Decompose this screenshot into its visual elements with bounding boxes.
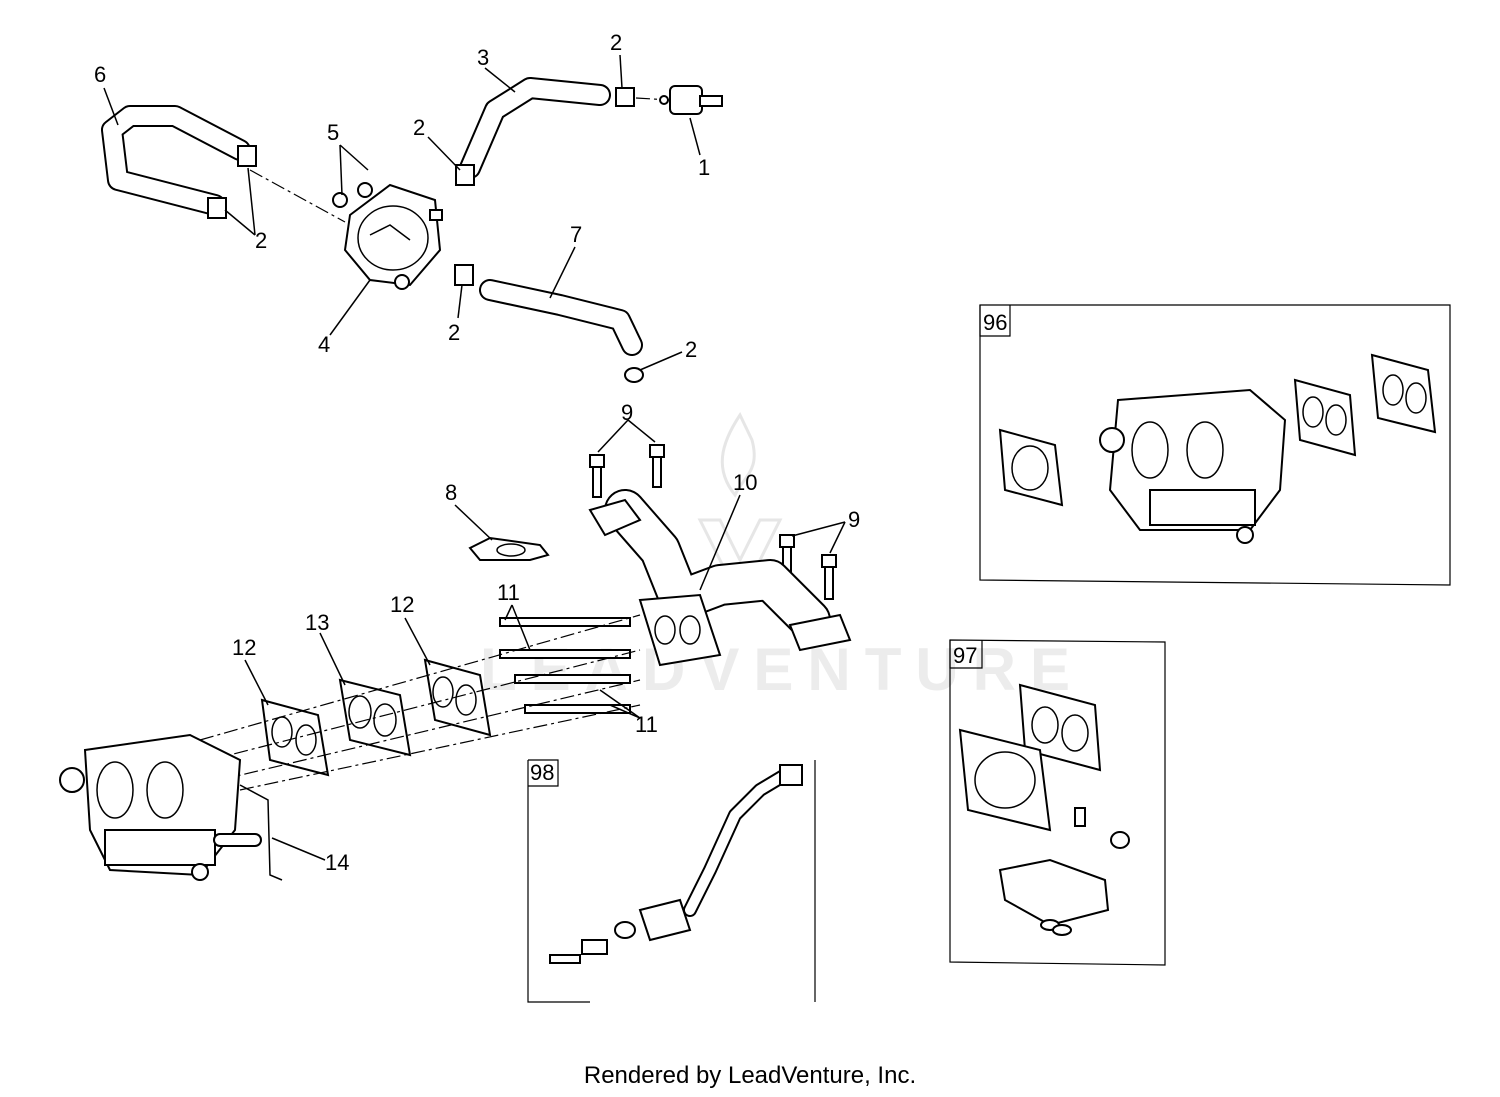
kit-96-label: 96 [983,310,1007,335]
kit-98-box: 98 [527,759,816,1003]
callout-3: 3 [477,45,489,70]
callouts: 1 2 2 2 2 2 3 4 5 6 7 8 9 9 10 11 11 12 … [94,30,860,875]
watermark-text: LEADVENTURE [480,636,1084,703]
callout-6: 6 [94,62,106,87]
bolt [589,454,605,498]
fuel-system-group [101,77,723,383]
intake-manifold [588,489,852,667]
kit-97-box: 97 [949,639,1166,966]
callout-12: 12 [390,592,414,617]
bolt [649,444,665,488]
callout-8: 8 [445,480,457,505]
callout-5: 5 [327,120,339,145]
linkage-rod [239,784,283,881]
bolt [821,554,837,600]
kit-98-label: 98 [530,760,554,785]
callout-9: 9 [848,507,860,532]
kit-96-box: 96 [979,304,1451,586]
callout-14: 14 [325,850,349,875]
fuel-filter [659,85,723,115]
hose-clamp [237,145,257,167]
fuel-pump [332,182,443,290]
callout-2: 2 [685,337,697,362]
gasket-12 [260,698,330,777]
callout-2: 2 [610,30,622,55]
callout-9: 9 [621,400,633,425]
stud [524,704,631,714]
kit-97-label: 97 [953,643,977,668]
gasket-8 [468,536,550,561]
intake-group [59,444,852,881]
callout-13: 13 [305,610,329,635]
hose-clamp [454,264,474,286]
watermark: LEADVENTURE [480,411,1084,703]
callout-11: 11 [497,580,520,605]
hose-clamp [455,164,475,186]
hose-clamp [624,367,644,383]
hose-clamp [207,197,227,219]
leader-lines [103,54,846,861]
carburetor [59,733,262,881]
callout-1: 1 [698,155,710,180]
callout-7: 7 [570,222,582,247]
callout-12: 12 [232,635,256,660]
callout-2: 2 [448,320,460,345]
callout-11: 11 [635,712,658,737]
stud [499,649,631,659]
gasket-12 [423,658,492,737]
callout-2: 2 [413,115,425,140]
callout-2: 2 [255,228,267,253]
callout-4: 4 [318,332,330,357]
hose-clamp [615,87,635,107]
callout-10: 10 [733,470,757,495]
footer-credit: Rendered by LeadVenture, Inc. [583,1062,917,1089]
stud [499,617,631,627]
stud [514,674,631,684]
